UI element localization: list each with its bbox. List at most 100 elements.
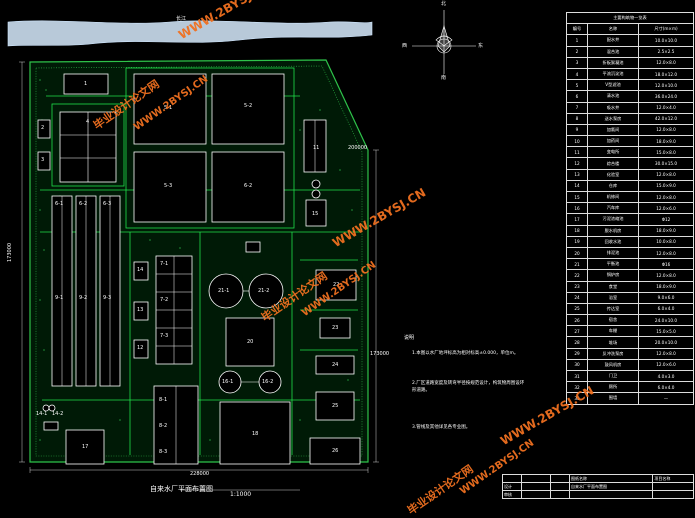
drawing-scale: 1:1000 xyxy=(230,491,252,498)
building-5-3 xyxy=(133,151,207,223)
building-25 xyxy=(315,391,355,421)
legend-cell-size: 20.0×10.0 xyxy=(638,336,694,349)
legend-cell-no: 26 xyxy=(566,314,588,327)
label-11: 11 xyxy=(313,145,320,151)
legend-cell-name: 浴室 xyxy=(587,291,639,304)
legend-cell-size: 24.0×10.0 xyxy=(638,314,694,327)
legend-cell-name: 吸水井 xyxy=(587,101,639,114)
label-8-2: 8-2 xyxy=(159,423,168,429)
legend-cell-size: 15.0×8.0 xyxy=(638,146,694,159)
label-14: 14 xyxy=(137,267,144,273)
building-5-2 xyxy=(211,73,285,145)
legend-cell-size: 9.0×6.0 xyxy=(638,291,694,304)
label-13: 13 xyxy=(137,307,144,313)
legend-cell-size: 36.0×24.0 xyxy=(638,90,694,103)
legend-cell-name: 清水池 xyxy=(587,90,639,103)
label-24: 24 xyxy=(332,362,339,368)
legend-cell-size: 4.0×3.0 xyxy=(638,369,694,383)
building-19 xyxy=(245,241,261,253)
legend-cell-no: 31 xyxy=(566,369,588,383)
building-23 xyxy=(319,317,351,339)
legend-cell-name: 排泥池 xyxy=(587,246,639,260)
label-1: 1 xyxy=(84,81,88,87)
legend-cell-no: 1 xyxy=(566,34,588,47)
drawing-title: 自来水厂平面布置图 xyxy=(150,485,213,493)
legend-cell-no: 7 xyxy=(566,101,588,114)
legend-cell-no: 27 xyxy=(566,325,588,338)
label-6-3: 6-3 xyxy=(103,201,112,207)
legend-cell-name: 送水泵房 xyxy=(587,112,639,125)
label-16-2: 16-2 xyxy=(262,379,274,385)
legend-header-name: 名称 xyxy=(587,23,639,36)
tb-r3-c5 xyxy=(652,490,694,499)
north-compass xyxy=(412,10,476,74)
label-15: 15 xyxy=(312,211,319,217)
dim-left: 173000 xyxy=(7,242,13,262)
legend-cell-name: 折板絮凝池 xyxy=(587,56,639,69)
legend-cell-size: 18.0×9.0 xyxy=(638,280,694,293)
legend-cell-name: 混合池 xyxy=(587,45,639,58)
legend-cell-no: 6 xyxy=(566,90,588,103)
legend-cell-size: 12.0×8.0 xyxy=(638,347,694,360)
legend-cell-no: 19 xyxy=(566,235,588,248)
legend-cell-size: 12.0×8.0 xyxy=(638,56,694,69)
label-23: 23 xyxy=(332,325,339,331)
river xyxy=(7,20,373,47)
legend-cell-name: 平衡池 xyxy=(587,258,639,271)
legend-cell-no: 28 xyxy=(566,336,588,349)
legend-cell-name: 门卫 xyxy=(587,369,639,383)
legend-cell-no: 16 xyxy=(566,202,588,215)
legend-cell-name: 反冲洗泵房 xyxy=(587,347,639,360)
label-7-3: 7-3 xyxy=(160,333,169,339)
legend-cell-size: 18.0×12.0 xyxy=(638,67,694,81)
building-20 xyxy=(225,317,275,367)
legend-cell-no: 22 xyxy=(566,269,588,282)
legend-cell-no: 29 xyxy=(566,347,588,360)
legend-cell-no: 20 xyxy=(566,246,588,260)
legend-cell-no: 30 xyxy=(566,358,588,372)
building-18 xyxy=(219,401,291,465)
legend-cell-name: 宿舍 xyxy=(587,314,639,327)
dim-width: 228000 xyxy=(190,471,210,477)
label-18: 18 xyxy=(252,431,259,437)
legend-cell-no: 11 xyxy=(566,146,588,159)
river-label: 长江 xyxy=(176,15,186,22)
tb-r1-c5: 项目名称 xyxy=(652,474,694,483)
legend-cell-size: 12.0×8.0 xyxy=(638,246,694,260)
legend-cell-size: 12.0×8.0 xyxy=(638,168,694,181)
legend-cell-name: 加药间 xyxy=(587,135,639,148)
legend-cell-no: 13 xyxy=(566,168,588,181)
compass-south-label: 南 xyxy=(441,75,447,81)
label-5-2: 5-2 xyxy=(244,103,253,109)
legend-cell-name: V型滤池 xyxy=(587,79,639,92)
legend-cell-size: 42.0×12.0 xyxy=(638,112,694,125)
filter-divisions xyxy=(61,196,111,386)
building-22 xyxy=(315,269,357,301)
building-24 xyxy=(315,355,355,375)
legend-cell-no: 25 xyxy=(566,302,588,316)
legend-cell-name: 化验室 xyxy=(587,168,639,181)
legend-cell-no: 14 xyxy=(566,179,588,193)
legend-cell-size: 12.0×6.0 xyxy=(638,358,694,372)
building-2 xyxy=(37,119,51,139)
label-16-1: 16-1 xyxy=(222,379,234,385)
tb-r2-c2 xyxy=(521,482,551,491)
legend-cell-size: 30.0×15.0 xyxy=(638,157,694,170)
legend-cell-name: 食堂 xyxy=(587,280,639,293)
legend-cell-no: 5 xyxy=(566,79,588,92)
legend-cell-name: 车棚 xyxy=(587,325,639,338)
